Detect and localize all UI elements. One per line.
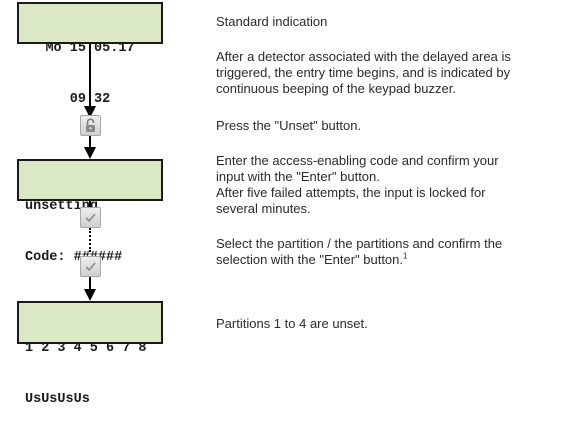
enter-check-icon — [80, 256, 101, 277]
unset-lock-icon — [80, 115, 101, 136]
step-partition-text: Select the partition / the partitions an… — [216, 236, 503, 267]
lcd-partition-numbers: 1 2 3 4 5 6 7 8 — [25, 341, 147, 356]
flow-line — [89, 201, 91, 207]
step-unset-text: Press the "Unset" button. — [216, 118, 362, 133]
flow-line — [89, 136, 91, 148]
flow-line — [89, 44, 91, 107]
flow-arrow-icon — [84, 147, 96, 159]
lcd-date: Mo 15.05.17 — [45, 41, 135, 56]
footnote-marker: 1 — [403, 251, 408, 261]
lcd-unsetting-label: unsetting — [25, 199, 98, 214]
lcd-display-code: unsetting Code: ###### — [17, 159, 163, 265]
lcd-display-partitions: 1 2 3 4 5 6 7 8 UsUsUsUs — [17, 301, 163, 407]
step-result-text: Partitions 1 to 4 are unset. — [216, 316, 368, 331]
flow-line — [89, 277, 91, 290]
flow-arrow-icon — [84, 289, 96, 301]
step-standard-text: Standard indication — [216, 14, 328, 29]
flow-dotted-line — [89, 228, 91, 252]
lcd-display-standard: Mo 15.05.17 09:32 — [17, 2, 163, 107]
step-code-text: Enter the access-enabling code and confi… — [216, 153, 499, 216]
lcd-partition-status: UsUsUsUs — [25, 392, 90, 407]
enter-check-icon — [80, 207, 101, 228]
step-entry-time-text: After a detector associated with the del… — [216, 49, 511, 96]
